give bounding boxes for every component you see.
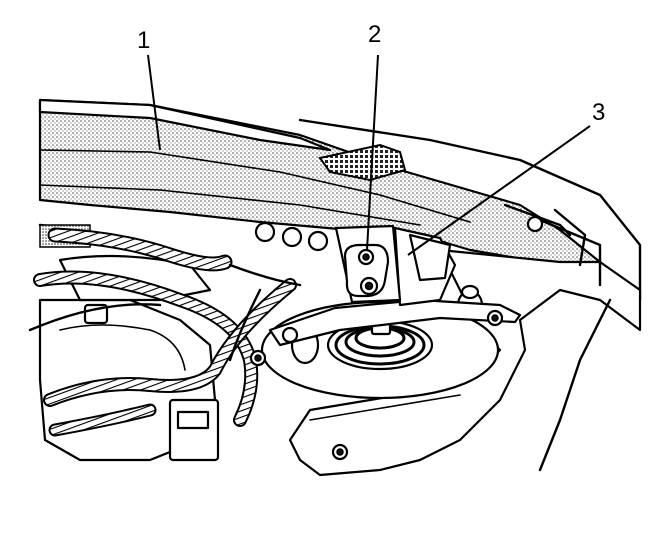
cowl-vent-grille — [318, 143, 407, 182]
cowl-grommets — [254, 221, 329, 252]
callout-leaders — [147, 54, 591, 256]
callout-2: 2 — [368, 21, 381, 48]
callout-1: 1 — [137, 27, 150, 54]
leader-line-2 — [366, 54, 379, 251]
wiring-harness — [28, 227, 302, 437]
leader-line-3 — [407, 125, 591, 256]
mount-bracket-plate — [334, 224, 402, 304]
callout-3: 3 — [592, 99, 605, 126]
leader-line-1 — [147, 54, 161, 151]
fender-wheelhouse — [288, 203, 642, 477]
cowl-panel — [38, 98, 642, 302]
strut-brace-bracket — [268, 226, 522, 347]
